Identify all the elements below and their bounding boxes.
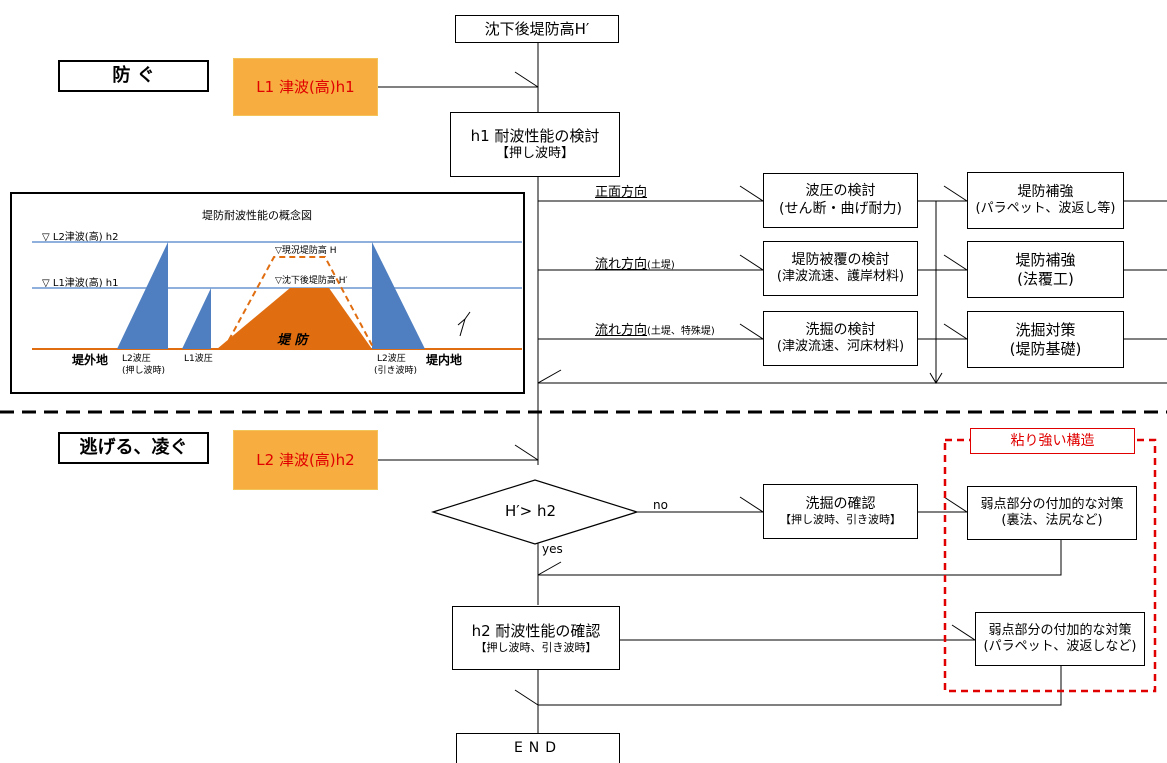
- escape-label-text: 逃げる、凌ぐ: [79, 436, 188, 458]
- escape-label: 逃げる、凌ぐ: [58, 432, 209, 464]
- flow-direction-special-label: 流れ方向(土堤、特殊堤): [595, 319, 715, 338]
- weak2-subtitle: (パラペット、波返しなど): [983, 639, 1137, 654]
- l2-pull-pressure-triangle: [372, 242, 425, 349]
- l2-push-note: (押し波時): [122, 366, 166, 376]
- scour-measure-box: 洗掘対策 (堤防基礎): [967, 311, 1124, 368]
- reinforce2-title: 堤防補強: [1015, 250, 1076, 269]
- reinforce1-subtitle: (パラペット、波返し等): [975, 201, 1116, 217]
- weak2-title: 弱点部分の付加的な対策: [988, 622, 1132, 638]
- weak-point-measure-back-slope-box: 弱点部分の付加的な対策 (裏法、法尻など): [967, 486, 1137, 540]
- h1-review-subtitle: 【押し波時】: [495, 145, 574, 161]
- wave-pressure-check-box: 波圧の検討 (せん断・曲げ耐力): [763, 173, 918, 228]
- levee-concept-figure: 堤防耐波性能の概念図 ▽ L2津波(高) h2 ▽ L1津波(高) h1 ▽現況…: [10, 192, 525, 394]
- h2-confirm-title: h2 耐波性能の確認: [471, 621, 601, 640]
- levee-cover-subtitle: (津波流速、護岸材料): [776, 269, 905, 285]
- end-box: END: [456, 733, 620, 763]
- defend-label-text: 防 ぐ: [112, 64, 155, 86]
- front-direction-label: 正面方向: [595, 185, 648, 200]
- decision-yes-label: yes: [542, 542, 563, 556]
- h1-review-box: h1 耐波性能の検討 【押し波時】: [450, 112, 620, 177]
- weak1-subtitle: (裏法、法尻など): [1001, 513, 1103, 528]
- l2-push-label: L2波圧: [122, 354, 151, 364]
- l1-tsunami-box: L1 津波(高)h1: [233, 58, 378, 116]
- wave-pressure-title: 波圧の検討: [805, 183, 876, 199]
- l1-push-pressure-triangle: [182, 288, 211, 349]
- settled-levee-height-box: 沈下後堤防高H′: [455, 15, 619, 43]
- concept-figure-graphic: [32, 241, 522, 350]
- scour-measure-subtitle: (堤防基礎): [1009, 339, 1082, 358]
- scour-check-subtitle: (津波流速、河床材料): [776, 339, 905, 355]
- levee-body: [217, 288, 372, 349]
- levee-reinforce-slope-box: 堤防補強 (法覆工): [967, 241, 1124, 298]
- flow-direction-note-2: (土堤、特殊堤): [647, 326, 715, 337]
- l2-push-pressure-triangle: [117, 242, 168, 349]
- weak-point-measure-parapet-box: 弱点部分の付加的な対策 (パラペット、波返しなど): [975, 612, 1145, 666]
- l2-pull-note: (引き波時): [374, 366, 418, 376]
- levee-reinforce-parapet-box: 堤防補強 (パラペット、波返し等): [967, 172, 1124, 229]
- defend-label: 防 ぐ: [58, 60, 209, 92]
- h2-confirm-subtitle: 【押し波時、引き波時】: [475, 640, 597, 654]
- levee-cover-title: 堤防被覆の検討: [791, 251, 890, 268]
- scour-confirm-title: 洗掘の確認: [805, 495, 876, 512]
- scour-measure-title: 洗掘対策: [1015, 320, 1076, 339]
- resilient-structure-frame: [943, 438, 1157, 693]
- flow-direction-levee-label: 流れ方向(土堤): [595, 253, 675, 272]
- l1-tsunami-text: L1 津波(高)h1: [256, 77, 355, 96]
- flow-direction-text: 流れ方向: [595, 257, 648, 272]
- decision-no-label: no: [653, 498, 668, 512]
- decision-text: H′> h2: [505, 502, 557, 520]
- settled-levee-height-label: ▽沈下後堤防高 H′: [275, 276, 348, 286]
- reinforce2-subtitle: (法覆工): [1017, 269, 1074, 288]
- reinforce1-title: 堤防補強: [1017, 183, 1074, 200]
- h1-review-title: h1 耐波性能の検討: [470, 127, 600, 145]
- current-levee-height-label: ▽現況堤防高 H: [275, 246, 337, 256]
- end-text: END: [513, 739, 563, 756]
- l2-tsunami-text: L2 津波(高)h2: [256, 450, 355, 469]
- scour-check-box: 洗掘の検討 (津波流速、河床材料): [763, 311, 918, 366]
- settled-levee-height-text: 沈下後堤防高H′: [484, 19, 590, 38]
- resilient-structure-title: 粘り強い構造: [970, 428, 1135, 454]
- inside-land-label: 堤内地: [426, 353, 463, 367]
- outside-land-label: 堤外地: [72, 353, 109, 367]
- scour-check-title: 洗掘の検討: [805, 321, 876, 338]
- l2-pull-label: L2波圧: [377, 354, 406, 364]
- scour-confirm-box: 洗掘の確認 【押し波時、引き波時】: [763, 484, 918, 539]
- scour-confirm-subtitle: 【押し波時、引き波時】: [780, 513, 901, 527]
- l2-tsunami-box: L2 津波(高)h2: [233, 430, 378, 490]
- decision-diamond: [430, 479, 640, 545]
- flow-direction-note: (土堤): [647, 260, 675, 271]
- levee-cover-check-box: 堤防被覆の検討 (津波流速、護岸材料): [763, 241, 918, 296]
- h2-confirm-box: h2 耐波性能の確認 【押し波時、引き波時】: [452, 606, 620, 670]
- l1-level-label: ▽ L1津波(高) h1: [42, 278, 119, 289]
- wave-pressure-subtitle: (せん断・曲げ耐力): [779, 200, 902, 217]
- concept-title: 堤防耐波性能の概念図: [202, 209, 312, 222]
- weak1-title: 弱点部分の付加的な対策: [980, 496, 1124, 512]
- l2-level-label: ▽ L2津波(高) h2: [42, 232, 119, 243]
- l1-push-label: L1波圧: [184, 354, 213, 364]
- levee-label: 堤 防: [277, 333, 308, 348]
- flow-direction-text-2: 流れ方向: [595, 323, 648, 338]
